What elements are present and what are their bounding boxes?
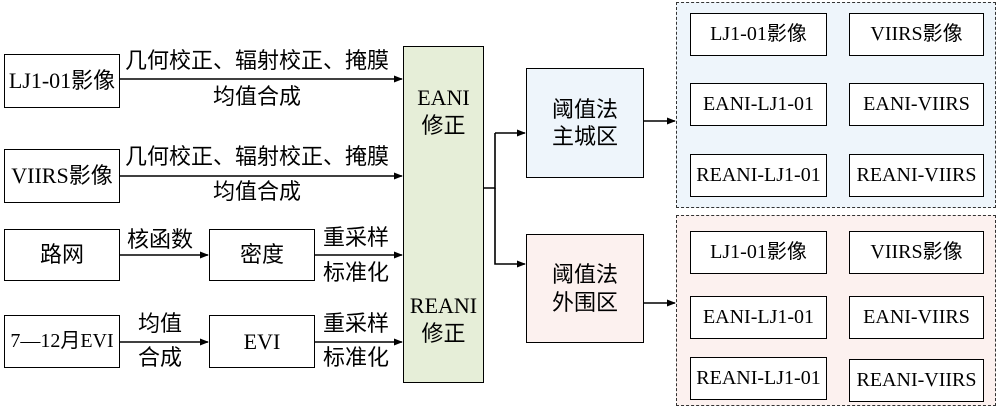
edge-label-mean: 均值 <box>137 311 183 336</box>
urban-threshold-method: 阈值法 <box>551 96 618 122</box>
urban-output-reani-lj101: REANI-LJ1-01 <box>690 154 827 197</box>
urban-output-eani-viirs: EANI-VIIRS <box>849 83 984 126</box>
lj101-image-box: LJ1-01影像 <box>4 54 120 108</box>
branch-connector <box>484 133 496 189</box>
periurban-output-lj101: LJ1-01影像 <box>690 231 827 274</box>
edge-label-resample-2: 重采样 <box>322 311 390 336</box>
edge-label-preprocess-1: 几何校正、辐射校正、掩膜 <box>124 48 390 73</box>
urban-output-reani-viirs: REANI-VIIRS <box>849 154 984 197</box>
density-label: 密度 <box>239 242 284 268</box>
edge-label-kernel-function: 核函数 <box>126 227 194 252</box>
reani-label: REANI <box>409 293 478 318</box>
periurban-area-label: 外围区 <box>551 289 618 315</box>
eani-correction-word: 修正 <box>421 112 466 138</box>
lj101-image-label: LJ1-01影像 <box>8 68 116 94</box>
periurban-output-eani-lj101: EANI-LJ1-01 <box>690 296 827 339</box>
viirs-image-label: VIIRS影像 <box>11 163 113 189</box>
urban-threshold-box: 阈值法 主城区 <box>526 68 644 178</box>
periurban-output-viirs: VIIRS影像 <box>849 231 984 274</box>
urban-output-viirs: VIIRS影像 <box>849 13 984 56</box>
evi-jul-dec-box: 7—12月EVI <box>4 315 120 368</box>
edge-label-composite-1: 均值合成 <box>212 84 302 109</box>
eani-correction-label: EANI 修正 <box>403 84 484 139</box>
evi-label: EVI <box>243 328 281 354</box>
reani-correction-word: 修正 <box>421 320 466 346</box>
arrow-to-periurban-threshold <box>494 188 526 268</box>
urban-output-lj101: LJ1-01影像 <box>690 13 827 56</box>
viirs-image-box: VIIRS影像 <box>4 149 120 203</box>
edge-label-resample-1: 重采样 <box>322 225 390 250</box>
edge-label-normalize-1: 标准化 <box>322 260 390 285</box>
reani-correction-label: REANI 修正 <box>403 292 484 347</box>
road-network-label: 路网 <box>39 242 84 268</box>
edge-label-composite-2: 均值合成 <box>212 179 302 204</box>
periurban-threshold-box: 阈值法 外围区 <box>526 234 644 343</box>
periurban-output-eani-viirs: EANI-VIIRS <box>849 296 984 339</box>
periurban-threshold-method: 阈值法 <box>551 262 618 287</box>
periurban-output-reani-lj101: REANI-LJ1-01 <box>690 357 827 400</box>
density-box: 密度 <box>209 229 315 281</box>
urban-output-eani-lj101: EANI-LJ1-01 <box>690 83 827 126</box>
eani-label: EANI <box>417 85 470 110</box>
road-network-box: 路网 <box>4 229 120 281</box>
evi-jul-dec-label: 7—12月EVI <box>10 330 114 352</box>
edge-label-preprocess-2: 几何校正、辐射校正、掩膜 <box>124 144 390 169</box>
periurban-output-reani-viirs: REANI-VIIRS <box>849 359 984 402</box>
evi-box: EVI <box>209 315 315 368</box>
urban-area-label: 主城区 <box>551 124 618 149</box>
edge-label-composite-3: 合成 <box>137 345 183 370</box>
correction-box <box>403 46 484 383</box>
edge-label-normalize-2: 标准化 <box>322 345 390 370</box>
